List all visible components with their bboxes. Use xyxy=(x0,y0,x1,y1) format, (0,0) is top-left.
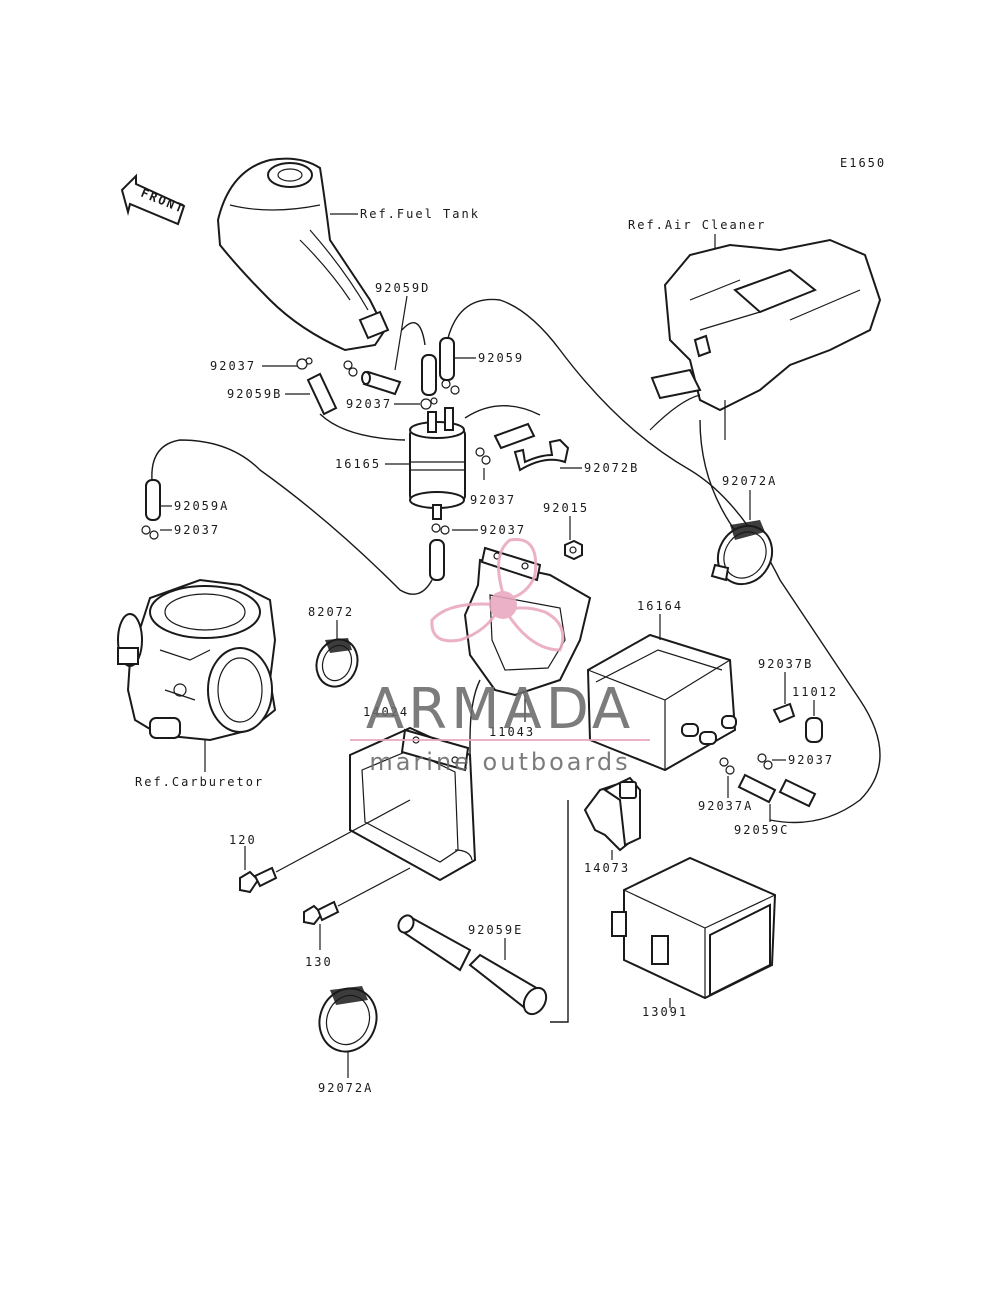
clip-92037-near-tank xyxy=(343,360,358,377)
propeller-logo-icon xyxy=(430,537,565,652)
part-label-16164: 16164 xyxy=(637,599,683,613)
hose-filter-right xyxy=(493,422,536,450)
hose-92059B xyxy=(306,372,338,416)
part-label-92059E: 92059E xyxy=(468,923,523,937)
hose-92059E xyxy=(397,914,548,1016)
part-label-92037: 92037 xyxy=(174,523,220,537)
part-label-92037B: 92037B xyxy=(758,657,813,671)
fuel-tank xyxy=(216,157,390,352)
clamp-82072 xyxy=(315,638,359,688)
fuel-filter-16165 xyxy=(409,407,466,520)
clip-92037-hose xyxy=(441,379,460,395)
part-label-11043: 11043 xyxy=(489,725,535,739)
air-cleaner xyxy=(649,238,882,440)
part-label-92059B: 92059B xyxy=(227,387,282,401)
part-label-92059: 92059 xyxy=(478,351,524,365)
part-label-92059D: 92059D xyxy=(375,281,430,295)
canister-16164 xyxy=(586,633,737,772)
diagram-code: E1650 xyxy=(840,156,886,170)
connector-14073 xyxy=(583,776,641,852)
case-13091 xyxy=(611,856,777,1000)
bracket-11043 xyxy=(463,546,592,697)
nut-92015 xyxy=(564,539,583,561)
clamp-92072A-bottom xyxy=(318,986,378,1053)
hose-below-filter xyxy=(429,539,445,581)
part-label-92037: 92037 xyxy=(470,493,516,507)
part-label-92072B: 92072B xyxy=(584,461,639,475)
watermark-brand: ARMADA xyxy=(366,677,634,742)
bolt-120 xyxy=(239,866,278,894)
clip-92037A xyxy=(719,757,735,775)
part-label-16165: 16165 xyxy=(335,457,381,471)
ref-air-cleaner-label: Ref.Air Cleaner xyxy=(628,218,766,232)
watermark: ARMADA marine outboards xyxy=(350,537,650,776)
part-label-82072: 82072 xyxy=(308,605,354,619)
hose-92059 xyxy=(421,337,455,396)
part-label-14073: 14073 xyxy=(584,861,630,875)
part-label-92059C: 92059C xyxy=(734,823,789,837)
clip-92037-top-left xyxy=(296,357,313,370)
hose-92059D xyxy=(361,370,402,396)
part-label-11012: 11012 xyxy=(792,685,838,699)
ref-fuel-tank-label: Ref.Fuel Tank xyxy=(360,207,480,221)
part-label-92037: 92037 xyxy=(210,359,256,373)
bolt-130 xyxy=(303,900,340,926)
part-label-92037: 92037 xyxy=(346,397,392,411)
clip-92037-right xyxy=(757,753,773,770)
clip-92037-mid xyxy=(420,397,438,410)
clip-92037-below-filter xyxy=(431,523,450,535)
clip-92037-filter xyxy=(475,447,491,465)
front-arrow-icon: FRONT xyxy=(120,173,187,226)
watermark-tagline: marine outboards xyxy=(369,748,630,776)
ref-carburetor-label: Ref.Carburetor xyxy=(135,775,264,789)
part-label-14024: 14024 xyxy=(363,705,409,719)
part-label-92037: 92037 xyxy=(480,523,526,537)
cap-11012 xyxy=(805,717,823,743)
part-label-92037A: 92037A xyxy=(698,799,753,813)
hose-92059A xyxy=(145,479,161,521)
clip-92037-left xyxy=(141,525,159,540)
clamp-92072A-top xyxy=(710,520,774,586)
part-label-92015: 92015 xyxy=(543,501,589,515)
part-label-92037: 92037 xyxy=(788,753,834,767)
bracket-92072B xyxy=(513,438,570,472)
part-label-13091: 13091 xyxy=(642,1005,688,1019)
clip-92037B xyxy=(772,702,796,724)
part-label-92059A: 92059A xyxy=(174,499,229,513)
part-label-92072A: 92072A xyxy=(722,474,777,488)
part-label-120: 120 xyxy=(229,833,257,847)
part-label-92072A: 92072A xyxy=(318,1081,373,1095)
part-label-130: 130 xyxy=(305,955,333,969)
hose-92059C xyxy=(737,773,817,808)
carburetor xyxy=(117,578,277,742)
